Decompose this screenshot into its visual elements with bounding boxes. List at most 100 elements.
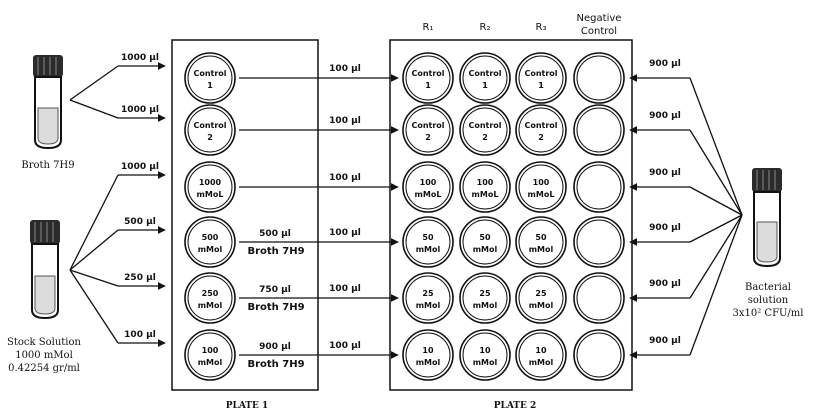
plate1-frame: [171, 39, 319, 391]
column-header-control: Control: [581, 26, 617, 37]
plate2-well-r1-row5-inner-ring: [405, 275, 451, 321]
plate1-well-6: [184, 329, 236, 381]
plate1-well-1: [184, 52, 236, 104]
plate2-well-r2-row1: [459, 52, 511, 104]
plate2-well-r1-row5-line1: 25: [422, 289, 434, 298]
plate1-well-5: [184, 272, 236, 324]
plate2-well-r1-row4: [402, 216, 454, 268]
stock-label-line2: 1000 mMol: [15, 350, 73, 361]
plate1-well-2-inner-ring: [187, 107, 233, 153]
column-header-r3: R₃: [536, 22, 547, 33]
transfer-volume-1: 100 µl: [329, 64, 361, 74]
transfer-volume-6: 100 µl: [329, 341, 361, 351]
plate2-frame: [389, 39, 633, 391]
plate1-well-6-line2: mMol: [198, 358, 223, 367]
plate2-well-r2-row6: [459, 329, 511, 381]
plate1-well-3: [184, 161, 236, 213]
plate1-well-5-inner-ring: [187, 275, 233, 321]
plate1-well-1-line1: Control: [193, 69, 226, 78]
column-header-negative: Negative: [577, 13, 622, 24]
plate2-well-r3-row5-line1: 25: [535, 289, 547, 298]
plate2-well-r2-row4-line1: 50: [479, 233, 491, 242]
bacterial-line-3: [689, 186, 743, 216]
plate2-negative-well-row1: [573, 52, 625, 104]
bacterial-volume-3: 900 µl: [649, 168, 681, 178]
plate2-well-r2-row3-inner-ring: [462, 164, 508, 210]
plate2-well-r3-row5-line2: mMol: [529, 301, 554, 310]
broth-line-1: [69, 65, 119, 101]
plate2-well-r1-row4-line1: 50: [422, 233, 434, 242]
bacterial-volume-4: 900 µl: [649, 223, 681, 233]
plate2-well-r2-row5-line2: mMol: [473, 301, 498, 310]
plate1-input-volume-6: 100 µl: [124, 330, 156, 340]
plate2-well-r1-row3-line2: mMoL: [415, 190, 442, 199]
bacterial-volume-1: 900 µl: [649, 59, 681, 69]
plate2-well-r1-row4-inner-ring: [405, 219, 451, 265]
plate2-negative-well-row2: [573, 104, 625, 156]
plate1-well-2-line1: Control: [193, 121, 226, 130]
plate2-well-r1-row1-line1: Control: [411, 69, 444, 78]
bacterial-label-line1: Bacterial: [745, 282, 791, 293]
diagram-content: Control1Control21000mMoL500mMol250mMol10…: [69, 52, 743, 381]
bacterial-tube-icon: [752, 168, 782, 268]
plate2-well-r3-row2-line1: Control: [524, 121, 557, 130]
plate1-well-4-inner-ring: [187, 219, 233, 265]
plate1-well-5-line2: mMol: [198, 301, 223, 310]
plate2-well-r1-row4-line2: mMol: [416, 245, 441, 254]
plate2-well-r1-row1-line2: 1: [425, 81, 431, 90]
plate2-well-r3-row5: [515, 272, 567, 324]
plate2-well-r2-row1-inner-ring: [462, 55, 508, 101]
bacterial-line-2: [689, 129, 743, 216]
bacterial-volume-2: 900 µl: [649, 111, 681, 121]
plate2-well-r1-row1-inner-ring: [405, 55, 451, 101]
plate2-well-r1-row6-line2: mMol: [416, 358, 441, 367]
plate2-well-r1-row5-line2: mMol: [416, 301, 441, 310]
plate2-well-r2-row2-line1: Control: [468, 121, 501, 130]
column-header-r1: R₁: [423, 22, 434, 33]
transfer-volume-2: 100 µl: [329, 116, 361, 126]
plate2-well-r1-row3-inner-ring: [405, 164, 451, 210]
plate2-well-r2-row1-line1: Control: [468, 69, 501, 78]
plate2-negative-well-row5: [573, 272, 625, 324]
plate1-well-2: [184, 104, 236, 156]
plate2-well-r3-row3-inner-ring: [518, 164, 564, 210]
stock-label-line3: 0.42254 gr/ml: [8, 363, 80, 374]
bacterial-line-5: [689, 214, 743, 299]
plate1-input-volume-2: 1000 µl: [121, 105, 159, 115]
plate1-input-volume-4: 500 µl: [124, 217, 156, 227]
column-header-r2: R₂: [480, 22, 491, 33]
plate2-well-r3-row1: [515, 52, 567, 104]
plate1-input-volume-1: 1000 µl: [121, 53, 159, 63]
plate2-well-r2-row6-inner-ring: [462, 332, 508, 378]
plate1-input-volume-5: 250 µl: [124, 273, 156, 283]
broth-line-2: [69, 99, 119, 119]
bacterial-volume-6: 900 µl: [649, 336, 681, 346]
plate2-well-r1-row6-line1: 10: [422, 346, 434, 355]
plate1-well-2-line2: 2: [207, 133, 213, 142]
plate2-negative-well-row5-inner-ring: [576, 275, 622, 321]
plate1-well-1-inner-ring: [187, 55, 233, 101]
plate2-title: PLATE 2: [494, 401, 537, 411]
plate2-negative-well-row3: [573, 161, 625, 213]
bacterial-volume-5: 900 µl: [649, 279, 681, 289]
plate2-well-r3-row2-line2: 2: [538, 133, 544, 142]
transfer-volume-3: 100 µl: [329, 173, 361, 183]
broth-addition-volume-3: 900 µl: [259, 342, 291, 352]
plate2-negative-well-row4-inner-ring: [576, 219, 622, 265]
plate1-well-1-line2: 1: [207, 81, 213, 90]
plate2-well-r1-row3: [402, 161, 454, 213]
plate1-well-4-line1: 500: [202, 233, 219, 242]
transfer-volume-5: 100 µl: [329, 284, 361, 294]
plate2-well-r3-row4: [515, 216, 567, 268]
plate1-well-3-line2: mMoL: [197, 190, 224, 199]
plate2-well-r2-row3-line2: mMoL: [472, 190, 499, 199]
stock-line-3: [69, 174, 119, 271]
plate2-negative-well-row6-inner-ring: [576, 332, 622, 378]
bacterial-line-1: [689, 77, 743, 216]
broth-addition-volume-1: 500 µl: [259, 229, 291, 239]
plate2-well-r3-row6: [515, 329, 567, 381]
plate2-well-r3-row3: [515, 161, 567, 213]
plate2-well-r1-row5: [402, 272, 454, 324]
plate2-negative-well-row3-inner-ring: [576, 164, 622, 210]
